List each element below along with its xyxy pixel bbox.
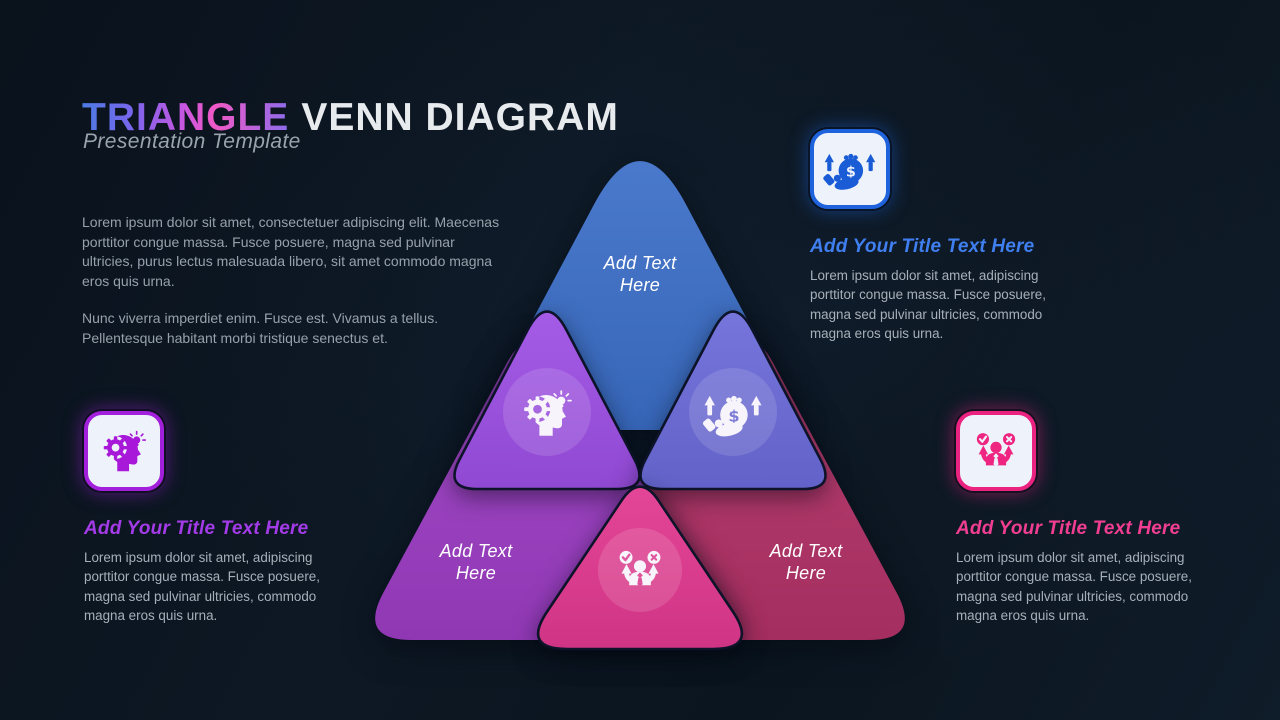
callout-card-idea[interactable]: Add Your Title Text Here Lorem ipsum dol… <box>84 411 338 626</box>
money-icon-box <box>810 129 890 209</box>
subtitle: Presentation Template <box>83 130 301 153</box>
page-title-accent: TRIANGLE <box>82 96 290 140</box>
page-title-rest: VENN DIAGRAM <box>301 96 619 140</box>
idea-icon-box <box>84 411 164 491</box>
bottom-right-label-line2: Here <box>785 562 827 583</box>
callout-body: Lorem ipsum dolor sit amet, adipiscing p… <box>84 550 320 624</box>
bottom-left-label-line2: Here <box>455 562 497 583</box>
intro-paragraph-1: Lorem ipsum dolor sit amet, consectetuer… <box>82 214 500 289</box>
callout-body: Lorem ipsum dolor sit amet, adipiscing p… <box>956 550 1192 624</box>
top-triangle-label-line2: Here <box>619 274 661 295</box>
callout-body: Lorem ipsum dolor sit amet, adipiscing p… <box>810 268 1046 342</box>
top-triangle-label[interactable]: Add Text Here <box>604 253 677 296</box>
callout-title: Add Your Title Text Here <box>84 518 309 539</box>
head-gear-idea-icon <box>97 424 151 478</box>
callout-card-decision[interactable]: Add Your Title Text Here Lorem ipsum dol… <box>956 411 1210 626</box>
intro-text: Lorem ipsum dolor sit amet, consectetuer… <box>82 213 506 348</box>
callout-card-money[interactable]: Add Your Title Text Here Lorem ipsum dol… <box>810 129 1064 344</box>
callout-title: Add Your Title Text Here <box>810 236 1035 257</box>
decision-icon-box <box>956 411 1036 491</box>
bottom-right-label-line1: Add Text <box>769 541 843 561</box>
top-triangle-label-line1: Add Text <box>603 253 677 273</box>
intro-paragraph-2: Nunc viverra imperdiet enim. Fusce est. … <box>82 310 439 346</box>
decision-person-icon <box>969 424 1023 478</box>
callout-title: Add Your Title Text Here <box>956 518 1181 539</box>
bottom-left-label-line1: Add Text <box>439 541 513 561</box>
money-growth-icon <box>823 142 877 196</box>
bottom-right-triangle-label[interactable]: Add Text Here <box>770 541 843 584</box>
bottom-left-triangle-label[interactable]: Add Text Here <box>440 541 513 584</box>
